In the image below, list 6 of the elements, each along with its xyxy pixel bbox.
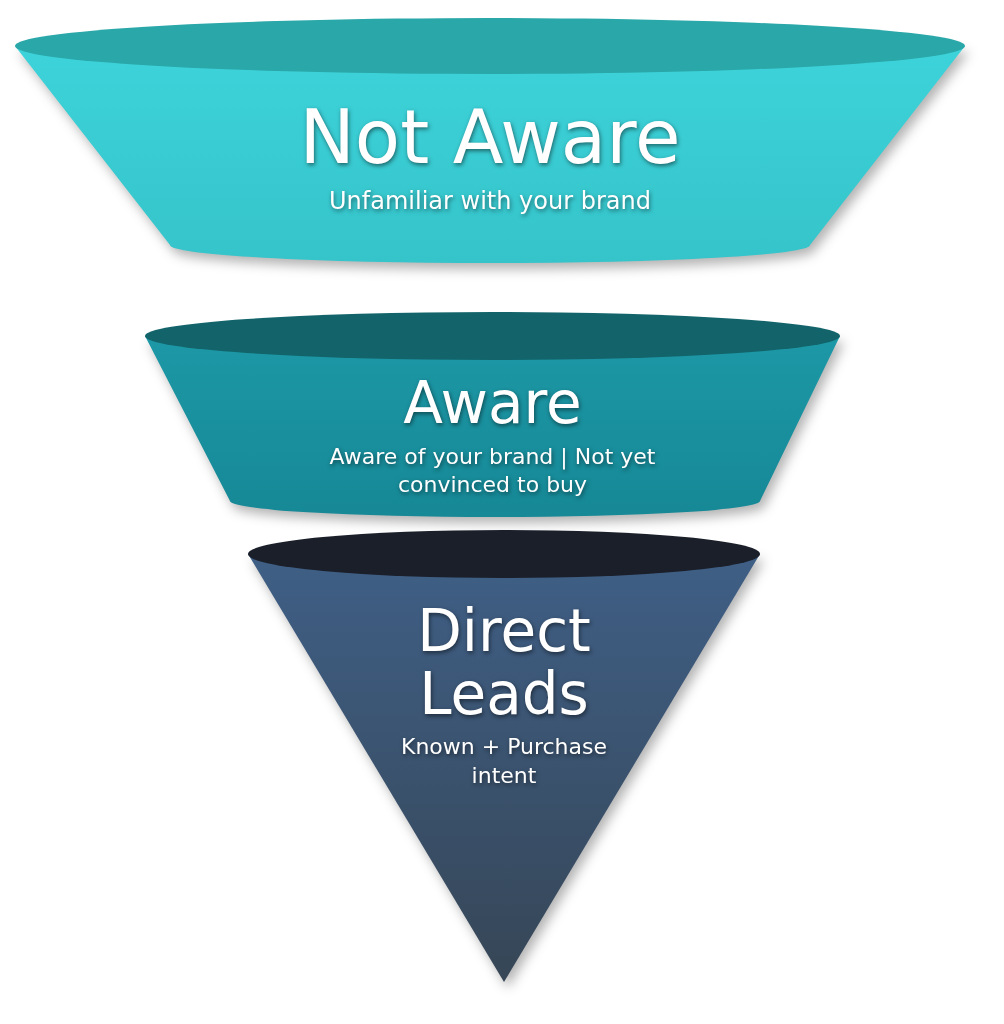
- stage-title: Not Aware: [298, 98, 682, 178]
- stage-description: Unfamiliar with your brand: [328, 185, 652, 217]
- stage-description: Aware of your brand | Not yet convinced to buy: [328, 442, 657, 500]
- stage-title: Aware: [402, 372, 583, 435]
- stage-title: Direct Leads: [416, 600, 592, 726]
- stage-description: Known + Purchase intent: [399, 733, 609, 790]
